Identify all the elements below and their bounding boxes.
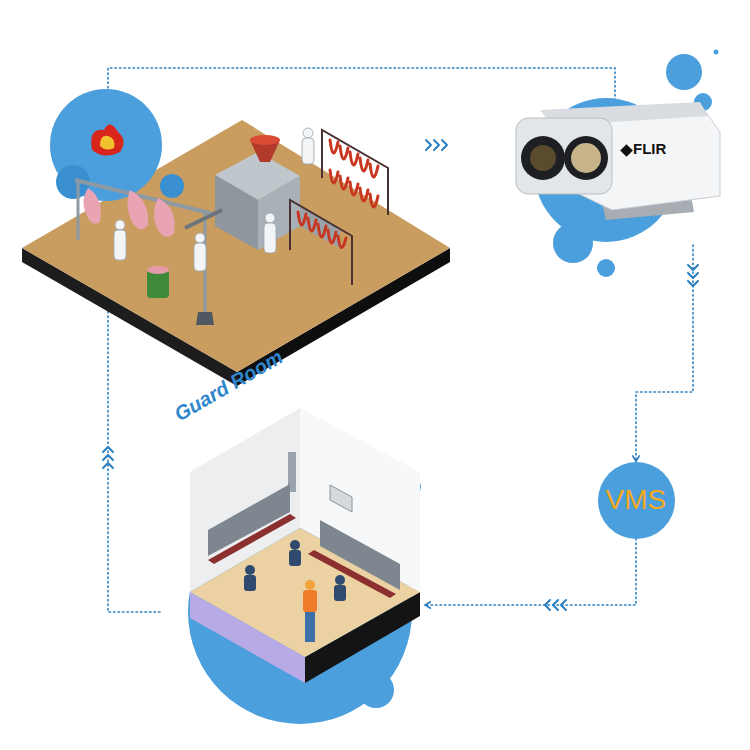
worker-body [264,223,276,253]
worker-head [115,220,125,230]
dotted-connector [425,539,636,606]
guard-body [244,575,256,591]
chevron [103,447,113,452]
post-foot [196,312,214,325]
heat-blob [91,124,123,155]
lens [564,136,608,180]
rail-post [77,182,80,240]
sausages [298,212,346,248]
lens-glass [571,143,601,173]
node-label: FLIR [633,140,666,158]
carcass [127,190,148,229]
lens-glass [530,145,556,171]
node-label: Guard Room [170,345,287,426]
rack [322,130,388,215]
worker-head [303,128,313,138]
bubble [358,672,394,708]
desk [308,550,396,598]
barrel [147,270,169,298]
bubble [553,223,593,263]
guard-head [245,565,255,575]
pipe [185,210,222,228]
chevron [103,463,113,468]
guard-body [289,550,301,566]
chevron [103,455,113,460]
logo-mark [620,144,633,157]
desk [208,514,296,564]
monitor-wall [208,484,290,556]
bubble [160,174,184,198]
chevron [434,140,439,150]
rack [290,200,352,285]
worker-body [302,138,314,164]
guard-room: Guard Room [160,380,425,700]
guard-head [335,575,345,585]
worker-head [195,233,205,243]
worker-vest [303,590,317,612]
barrel-top [147,266,169,274]
camera-front [516,118,612,194]
worker-body [194,243,206,271]
worker-head [265,213,275,223]
carcass [83,188,100,224]
heat-circle [50,89,162,201]
worker-helmet [305,580,315,590]
worker-legs [305,612,315,642]
guard-body [334,585,346,601]
machine-side [215,175,258,250]
chevron [426,140,431,150]
sausages [330,170,378,207]
funnel-top [250,135,280,145]
bubble [714,50,719,55]
bubble [666,54,702,90]
worker-body [114,230,126,260]
room-floor [190,528,420,657]
dotted-connector [636,245,693,462]
carcass [154,198,175,237]
heat-blob [100,136,114,150]
guard-head [290,540,300,550]
frame [330,485,352,512]
lens [521,136,565,180]
bubble [597,259,615,277]
camera-box: FLIR [515,95,720,245]
vms-circle: VMS [598,462,675,539]
node-label: VMS [606,483,667,517]
chevron [442,140,447,150]
